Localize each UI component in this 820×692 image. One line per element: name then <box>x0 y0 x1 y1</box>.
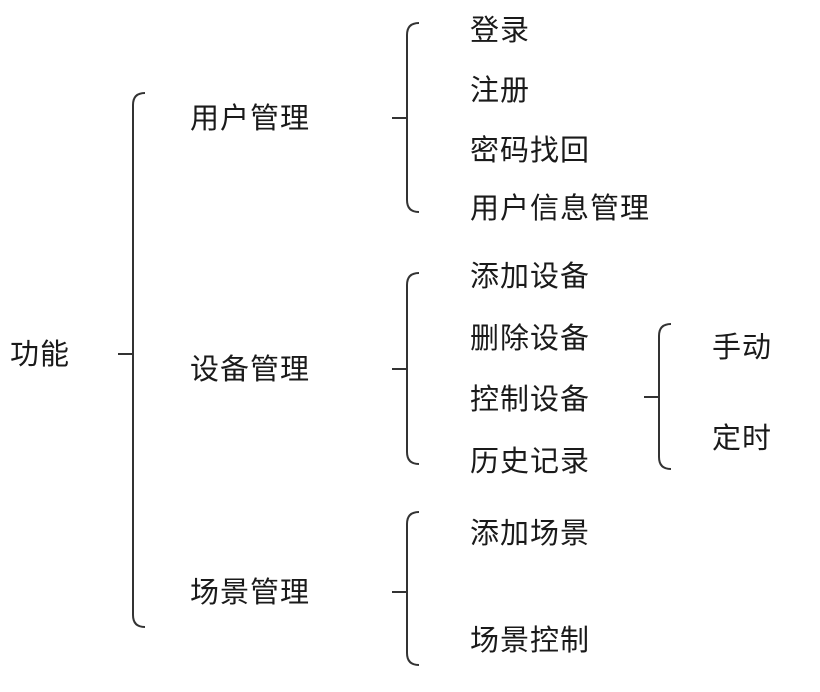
user-mgmt-bracket <box>406 22 420 213</box>
root-bracket <box>132 92 146 628</box>
root-label: 功能 <box>10 337 71 371</box>
item-scene-control: 场景控制 <box>470 623 591 657</box>
category-device-management: 设备管理 <box>190 352 311 386</box>
item-history: 历史记录 <box>470 444 591 478</box>
item-delete-device: 删除设备 <box>470 321 591 355</box>
device-mgmt-bracket <box>406 272 420 465</box>
sub-item-timer: 定时 <box>712 421 773 455</box>
item-login: 登录 <box>470 13 531 47</box>
item-register: 注册 <box>470 73 531 107</box>
item-add-scene: 添加场景 <box>470 516 591 550</box>
item-control-device: 控制设备 <box>470 382 591 416</box>
sub-item-manual: 手动 <box>712 330 773 364</box>
category-user-management: 用户管理 <box>190 101 311 135</box>
category-scene-management: 场景管理 <box>190 575 311 609</box>
item-add-device: 添加设备 <box>470 259 591 293</box>
control-sub-bracket <box>658 323 672 470</box>
item-password-recovery: 密码找回 <box>470 133 591 167</box>
item-user-info-management: 用户信息管理 <box>470 191 651 225</box>
scene-mgmt-bracket <box>406 511 420 666</box>
